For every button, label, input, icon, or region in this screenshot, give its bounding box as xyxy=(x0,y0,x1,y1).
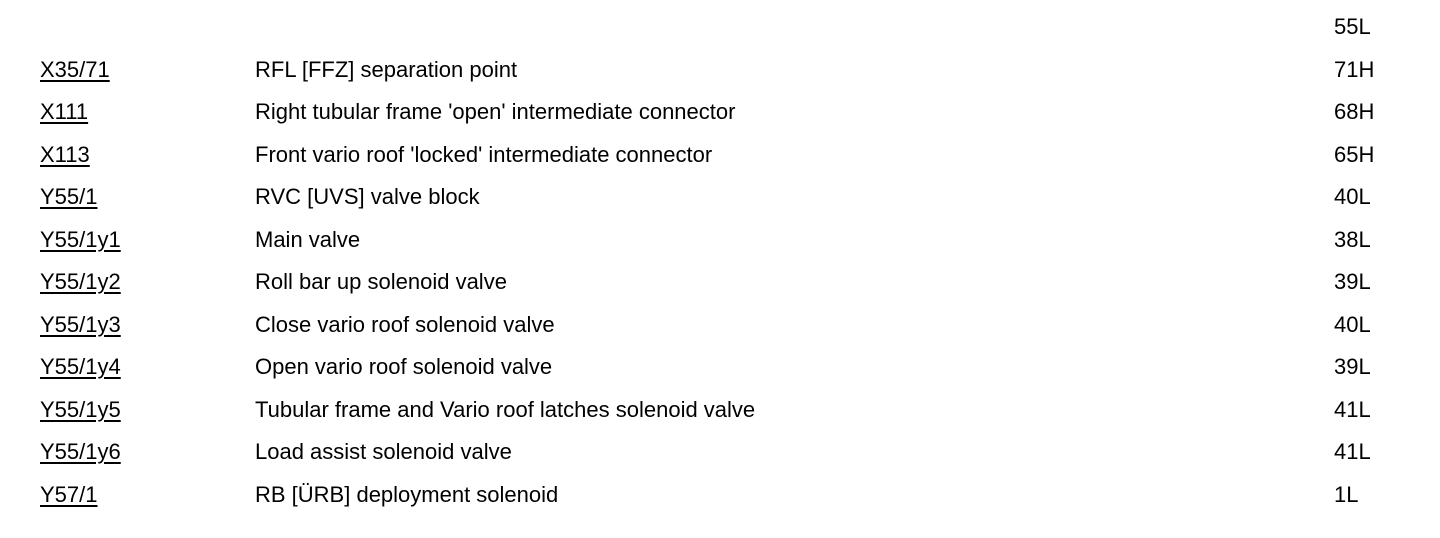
list-item: X113 Front vario roof 'locked' intermedi… xyxy=(0,142,1440,184)
component-description: RB [ÜRB] deployment solenoid xyxy=(255,482,559,507)
location-code: 55L xyxy=(1334,14,1371,39)
component-code-link[interactable]: X111 xyxy=(40,99,89,124)
component-description: Right tubular frame 'open' intermediate … xyxy=(255,99,736,124)
location-code: 38L xyxy=(1334,227,1371,252)
component-code-link[interactable]: Y55/1y4 xyxy=(40,354,121,379)
list-item: 55L xyxy=(0,14,1440,56)
component-code-link[interactable]: Y55/1y3 xyxy=(40,312,121,337)
location-code: 39L xyxy=(1334,269,1371,294)
component-code-link[interactable]: X35/71 xyxy=(40,57,110,82)
list-item: Y57/1 RB [ÜRB] deployment solenoid 1L xyxy=(0,482,1440,524)
list-item: Y55/1y3 Close vario roof solenoid valve … xyxy=(0,312,1440,354)
component-code-link[interactable]: Y55/1y1 xyxy=(40,227,121,252)
location-code: 41L xyxy=(1334,397,1371,422)
component-description: Roll bar up solenoid valve xyxy=(255,269,507,294)
component-code-link[interactable]: Y55/1y2 xyxy=(40,269,121,294)
component-code-link[interactable]: Y55/1y6 xyxy=(40,439,121,464)
component-code-link[interactable]: X113 xyxy=(40,142,90,167)
list-item: Y55/1y2 Roll bar up solenoid valve 39L xyxy=(0,269,1440,311)
location-code: 65H xyxy=(1334,142,1375,167)
component-description: RFL [FFZ] separation point xyxy=(255,57,518,82)
list-item: Y55/1y1 Main valve 38L xyxy=(0,227,1440,269)
list-item: Y55/1 RVC [UVS] valve block 40L xyxy=(0,184,1440,226)
location-code: 40L xyxy=(1334,184,1371,209)
component-code-link[interactable]: Y55/1 xyxy=(40,184,98,209)
component-code-link[interactable]: Y57/1 xyxy=(40,482,98,507)
list-item: Y55/1y6 Load assist solenoid valve 41L xyxy=(0,439,1440,481)
component-code-link[interactable]: Y55/1y5 xyxy=(40,397,121,422)
location-code: 71H xyxy=(1334,57,1375,82)
location-code: 40L xyxy=(1334,312,1371,337)
list-item: X35/71 RFL [FFZ] separation point 71H xyxy=(0,57,1440,99)
component-description: Load assist solenoid valve xyxy=(255,439,512,464)
location-code: 39L xyxy=(1334,354,1371,379)
component-description: Open vario roof solenoid valve xyxy=(255,354,553,379)
component-description: Close vario roof solenoid valve xyxy=(255,312,555,337)
component-description: RVC [UVS] valve block xyxy=(255,184,480,209)
location-code: 41L xyxy=(1334,439,1371,464)
location-code: 1L xyxy=(1334,482,1359,507)
list-item: Y55/1y5 Tubular frame and Vario roof lat… xyxy=(0,397,1440,439)
component-description: Tubular frame and Vario roof latches sol… xyxy=(255,397,756,422)
location-code: 68H xyxy=(1334,99,1375,124)
list-item: Y55/1y4 Open vario roof solenoid valve 3… xyxy=(0,354,1440,396)
component-description: Main valve xyxy=(255,227,361,252)
component-description: Front vario roof 'locked' intermediate c… xyxy=(255,142,713,167)
list-item: X111 Right tubular frame 'open' intermed… xyxy=(0,99,1440,141)
